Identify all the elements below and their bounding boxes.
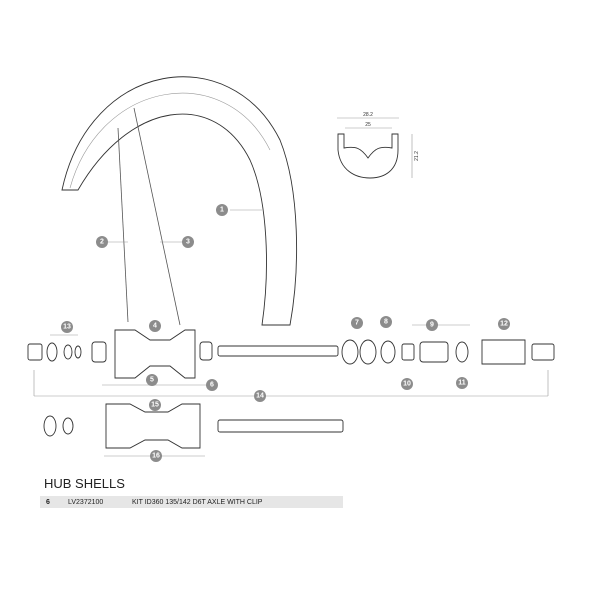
callout-8: 8 <box>380 316 392 328</box>
part-description: KIT ID360 135/142 D6T AXLE WITH CLIP <box>132 498 263 506</box>
hub-assembly <box>27 329 555 379</box>
svg-text:13: 13 <box>63 324 71 331</box>
callout-16: 16 <box>150 450 162 462</box>
svg-text:1: 1 <box>220 207 224 214</box>
rim-height: 21.2 <box>414 151 420 161</box>
svg-text:6: 6 <box>210 382 214 389</box>
part-ref: 6 <box>46 498 50 506</box>
callout-2: 2 <box>96 236 108 248</box>
callout-14: 14 <box>254 390 266 402</box>
callout-6: 6 <box>206 379 218 391</box>
parts-table-row: 6 LV2372100 KIT ID360 135/142 D6T AXLE W… <box>40 496 343 508</box>
callout-15: 15 <box>149 399 161 411</box>
callout-1: 1 <box>216 204 228 216</box>
rim <box>61 76 298 326</box>
svg-text:12: 12 <box>500 321 508 328</box>
svg-text:4: 4 <box>153 323 157 330</box>
part-code: LV2372100 <box>68 498 104 506</box>
callout-5: 5 <box>146 374 158 386</box>
svg-text:15: 15 <box>151 402 159 409</box>
svg-text:9: 9 <box>430 322 434 329</box>
callout-7: 7 <box>351 317 363 329</box>
rim-outer-width: 28.2 <box>363 112 373 118</box>
spoke <box>117 127 129 323</box>
callout-3: 3 <box>182 236 194 248</box>
callout-12: 12 <box>498 318 510 330</box>
svg-text:10: 10 <box>403 381 411 388</box>
svg-text:5: 5 <box>150 377 154 384</box>
callout-10: 10 <box>401 378 413 390</box>
callout-13: 13 <box>61 321 73 333</box>
svg-text:3: 3 <box>186 239 190 246</box>
section-title: HUB SHELLS <box>44 476 125 491</box>
rim-profile: 28.2 25 21.2 <box>337 112 420 179</box>
spoke <box>133 107 181 326</box>
svg-text:7: 7 <box>355 320 359 327</box>
callout-11: 11 <box>456 377 468 389</box>
svg-text:2: 2 <box>100 239 104 246</box>
svg-text:16: 16 <box>152 453 160 460</box>
svg-text:14: 14 <box>256 393 264 400</box>
hub-assembly-alt <box>43 403 344 449</box>
svg-text:8: 8 <box>384 319 388 326</box>
leader-lines <box>33 209 549 457</box>
callout-9: 9 <box>426 319 438 331</box>
callout-4: 4 <box>149 320 161 332</box>
svg-text:11: 11 <box>458 380 466 387</box>
rim-inner-width: 25 <box>365 122 371 128</box>
